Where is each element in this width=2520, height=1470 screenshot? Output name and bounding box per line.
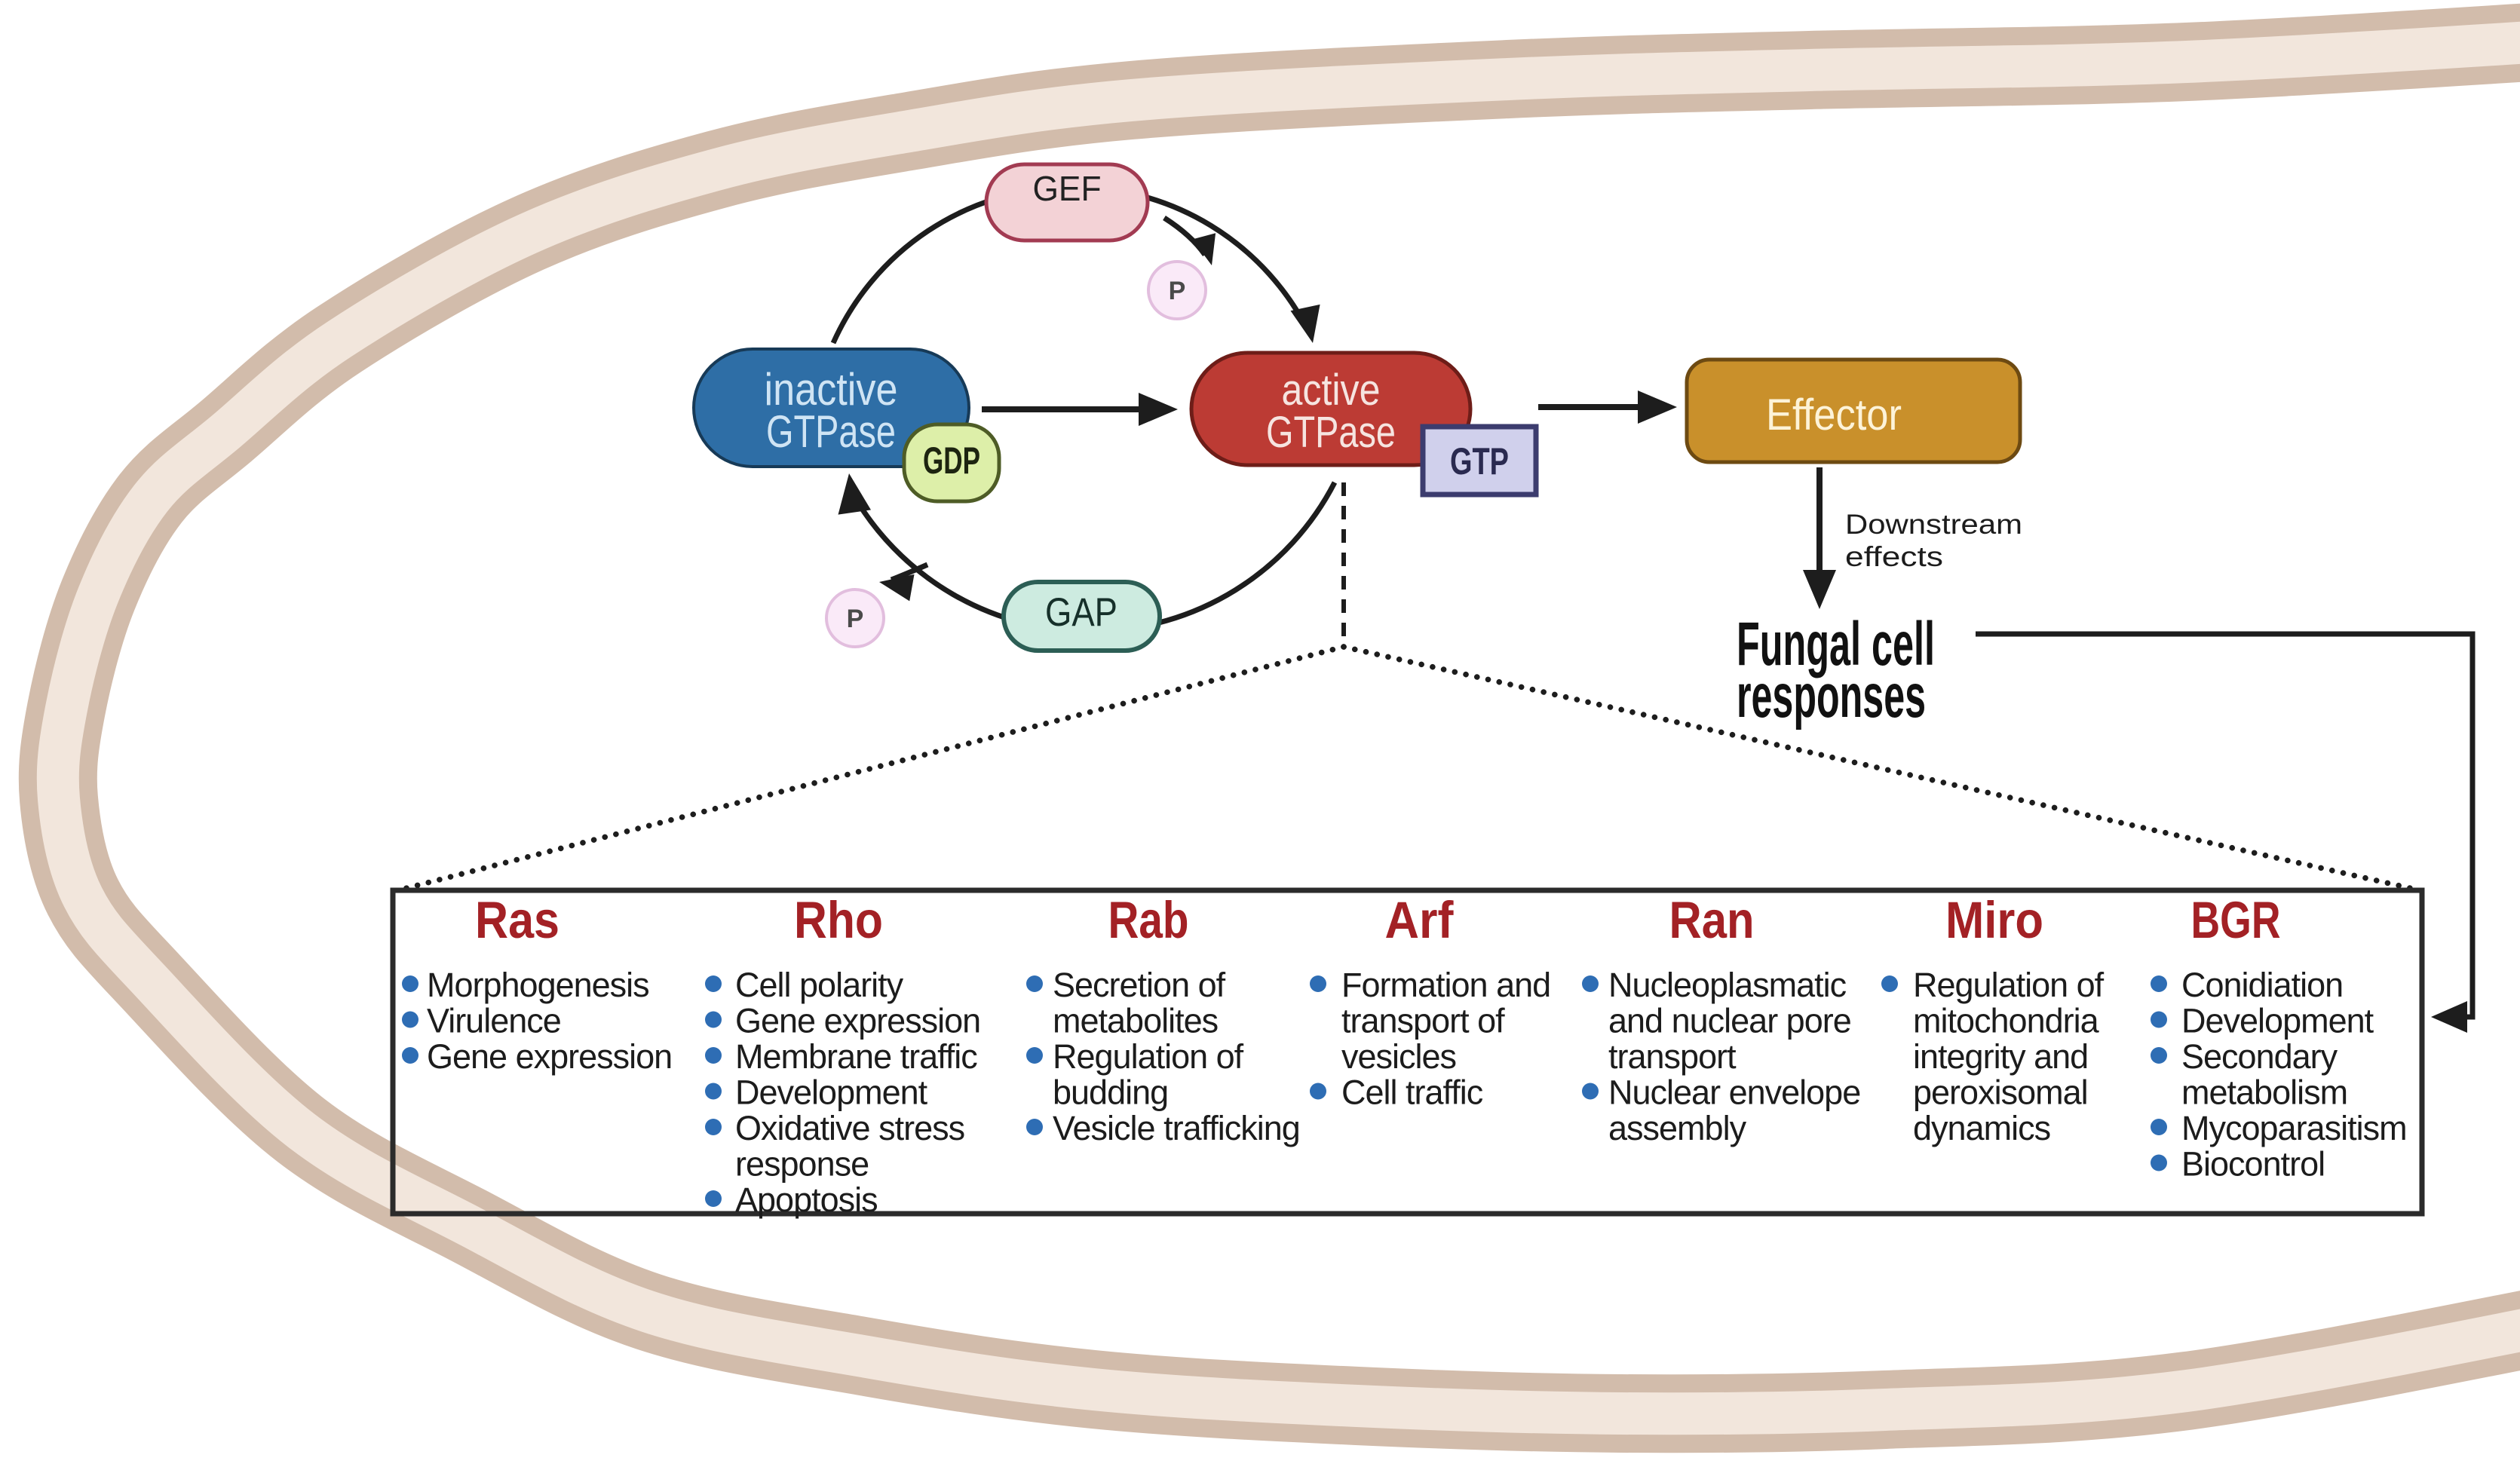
svg-text:transport: transport [1608,1037,1737,1076]
svg-text:Arf: Arf [1385,891,1455,949]
svg-text:response: response [735,1145,869,1184]
svg-text:Formation and: Formation and [1341,966,1550,1004]
svg-text:Regulation of: Regulation of [1053,1037,1244,1076]
svg-text:Development: Development [2181,1002,2374,1040]
svg-text:GEF: GEF [1033,169,1102,208]
svg-text:Gene expression: Gene expression [427,1037,672,1076]
svg-text:Ras: Ras [475,891,559,949]
svg-text:budding: budding [1053,1073,1168,1112]
svg-text:dynamics: dynamics [1913,1109,2050,1147]
svg-text:GDP: GDP [923,439,980,482]
svg-text:mitochondria: mitochondria [1913,1002,2100,1040]
svg-text:transport of: transport of [1341,1002,1505,1040]
svg-text:Rho: Rho [794,891,883,949]
svg-text:Fungal cell: Fungal cell [1737,610,1935,678]
svg-text:GTPase: GTPase [1266,408,1396,457]
svg-text:Downstream: Downstream [1845,509,2022,540]
svg-text:P: P [847,605,864,633]
svg-text:Morphogenesis: Morphogenesis [427,966,649,1004]
svg-text:P: P [1169,277,1186,305]
svg-text:Regulation of: Regulation of [1913,966,2105,1004]
svg-text:Cell polarity: Cell polarity [735,966,904,1004]
svg-text:Conidiation: Conidiation [2181,966,2343,1004]
svg-text:Mycoparasitism: Mycoparasitism [2181,1109,2407,1147]
svg-text:GTP: GTP [1450,440,1509,482]
svg-text:Biocontrol: Biocontrol [2181,1145,2325,1184]
svg-text:Secondary: Secondary [2181,1037,2338,1076]
svg-text:Rab: Rab [1108,891,1189,949]
svg-text:GAP: GAP [1045,590,1117,635]
svg-text:Effector: Effector [1766,390,1902,439]
svg-text:GTPase: GTPase [766,406,896,457]
svg-text:integrity and: integrity and [1913,1037,2088,1076]
svg-text:Miro: Miro [1945,891,2043,949]
svg-text:and nuclear pore: and nuclear pore [1608,1002,1851,1040]
svg-text:responses: responses [1737,662,1926,730]
svg-text:Cell traffic: Cell traffic [1341,1073,1483,1112]
svg-text:Secretion of: Secretion of [1053,966,1226,1004]
svg-text:assembly: assembly [1608,1109,1747,1147]
svg-text:Virulence: Virulence [427,1002,561,1040]
svg-text:Nuclear envelope: Nuclear envelope [1608,1073,1860,1112]
svg-text:Gene expression: Gene expression [735,1002,980,1040]
svg-text:Apoptosis: Apoptosis [735,1181,878,1219]
svg-text:Membrane traffic: Membrane traffic [735,1037,977,1076]
svg-text:metabolites: metabolites [1053,1002,1218,1040]
svg-text:vesicles: vesicles [1341,1037,1456,1076]
svg-text:effects: effects [1845,541,1943,572]
svg-text:Development: Development [735,1073,928,1112]
svg-text:Ran: Ran [1669,891,1755,949]
svg-text:Oxidative stress: Oxidative stress [735,1109,964,1147]
svg-text:BGR: BGR [2191,891,2281,949]
svg-text:metabolism: metabolism [2181,1073,2347,1112]
svg-text:inactive: inactive [765,364,898,415]
svg-text:peroxisomal: peroxisomal [1913,1073,2088,1112]
svg-text:active: active [1282,366,1381,415]
svg-text:Vesicle trafficking: Vesicle trafficking [1053,1109,1300,1147]
svg-text:Nucleoplasmatic: Nucleoplasmatic [1608,966,1847,1004]
